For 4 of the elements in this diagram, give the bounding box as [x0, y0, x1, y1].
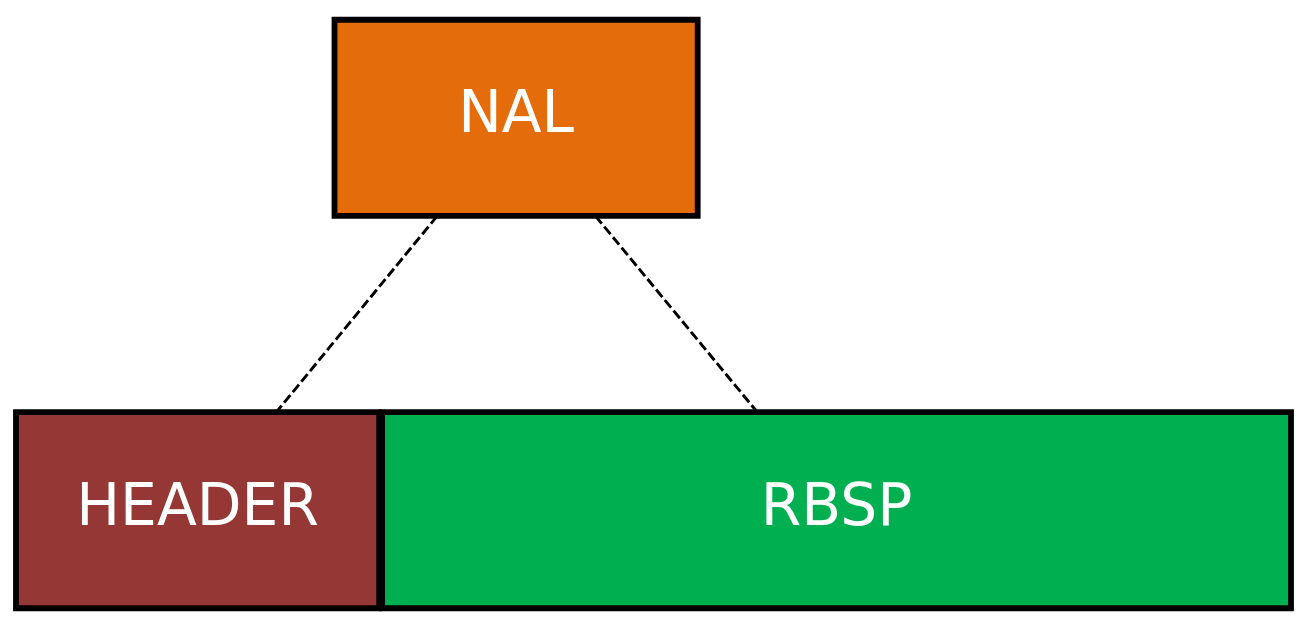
node-box: NAL — [331, 16, 701, 219]
connector — [275, 215, 439, 413]
node-box: RBSP — [379, 409, 1294, 612]
connector — [594, 215, 758, 413]
